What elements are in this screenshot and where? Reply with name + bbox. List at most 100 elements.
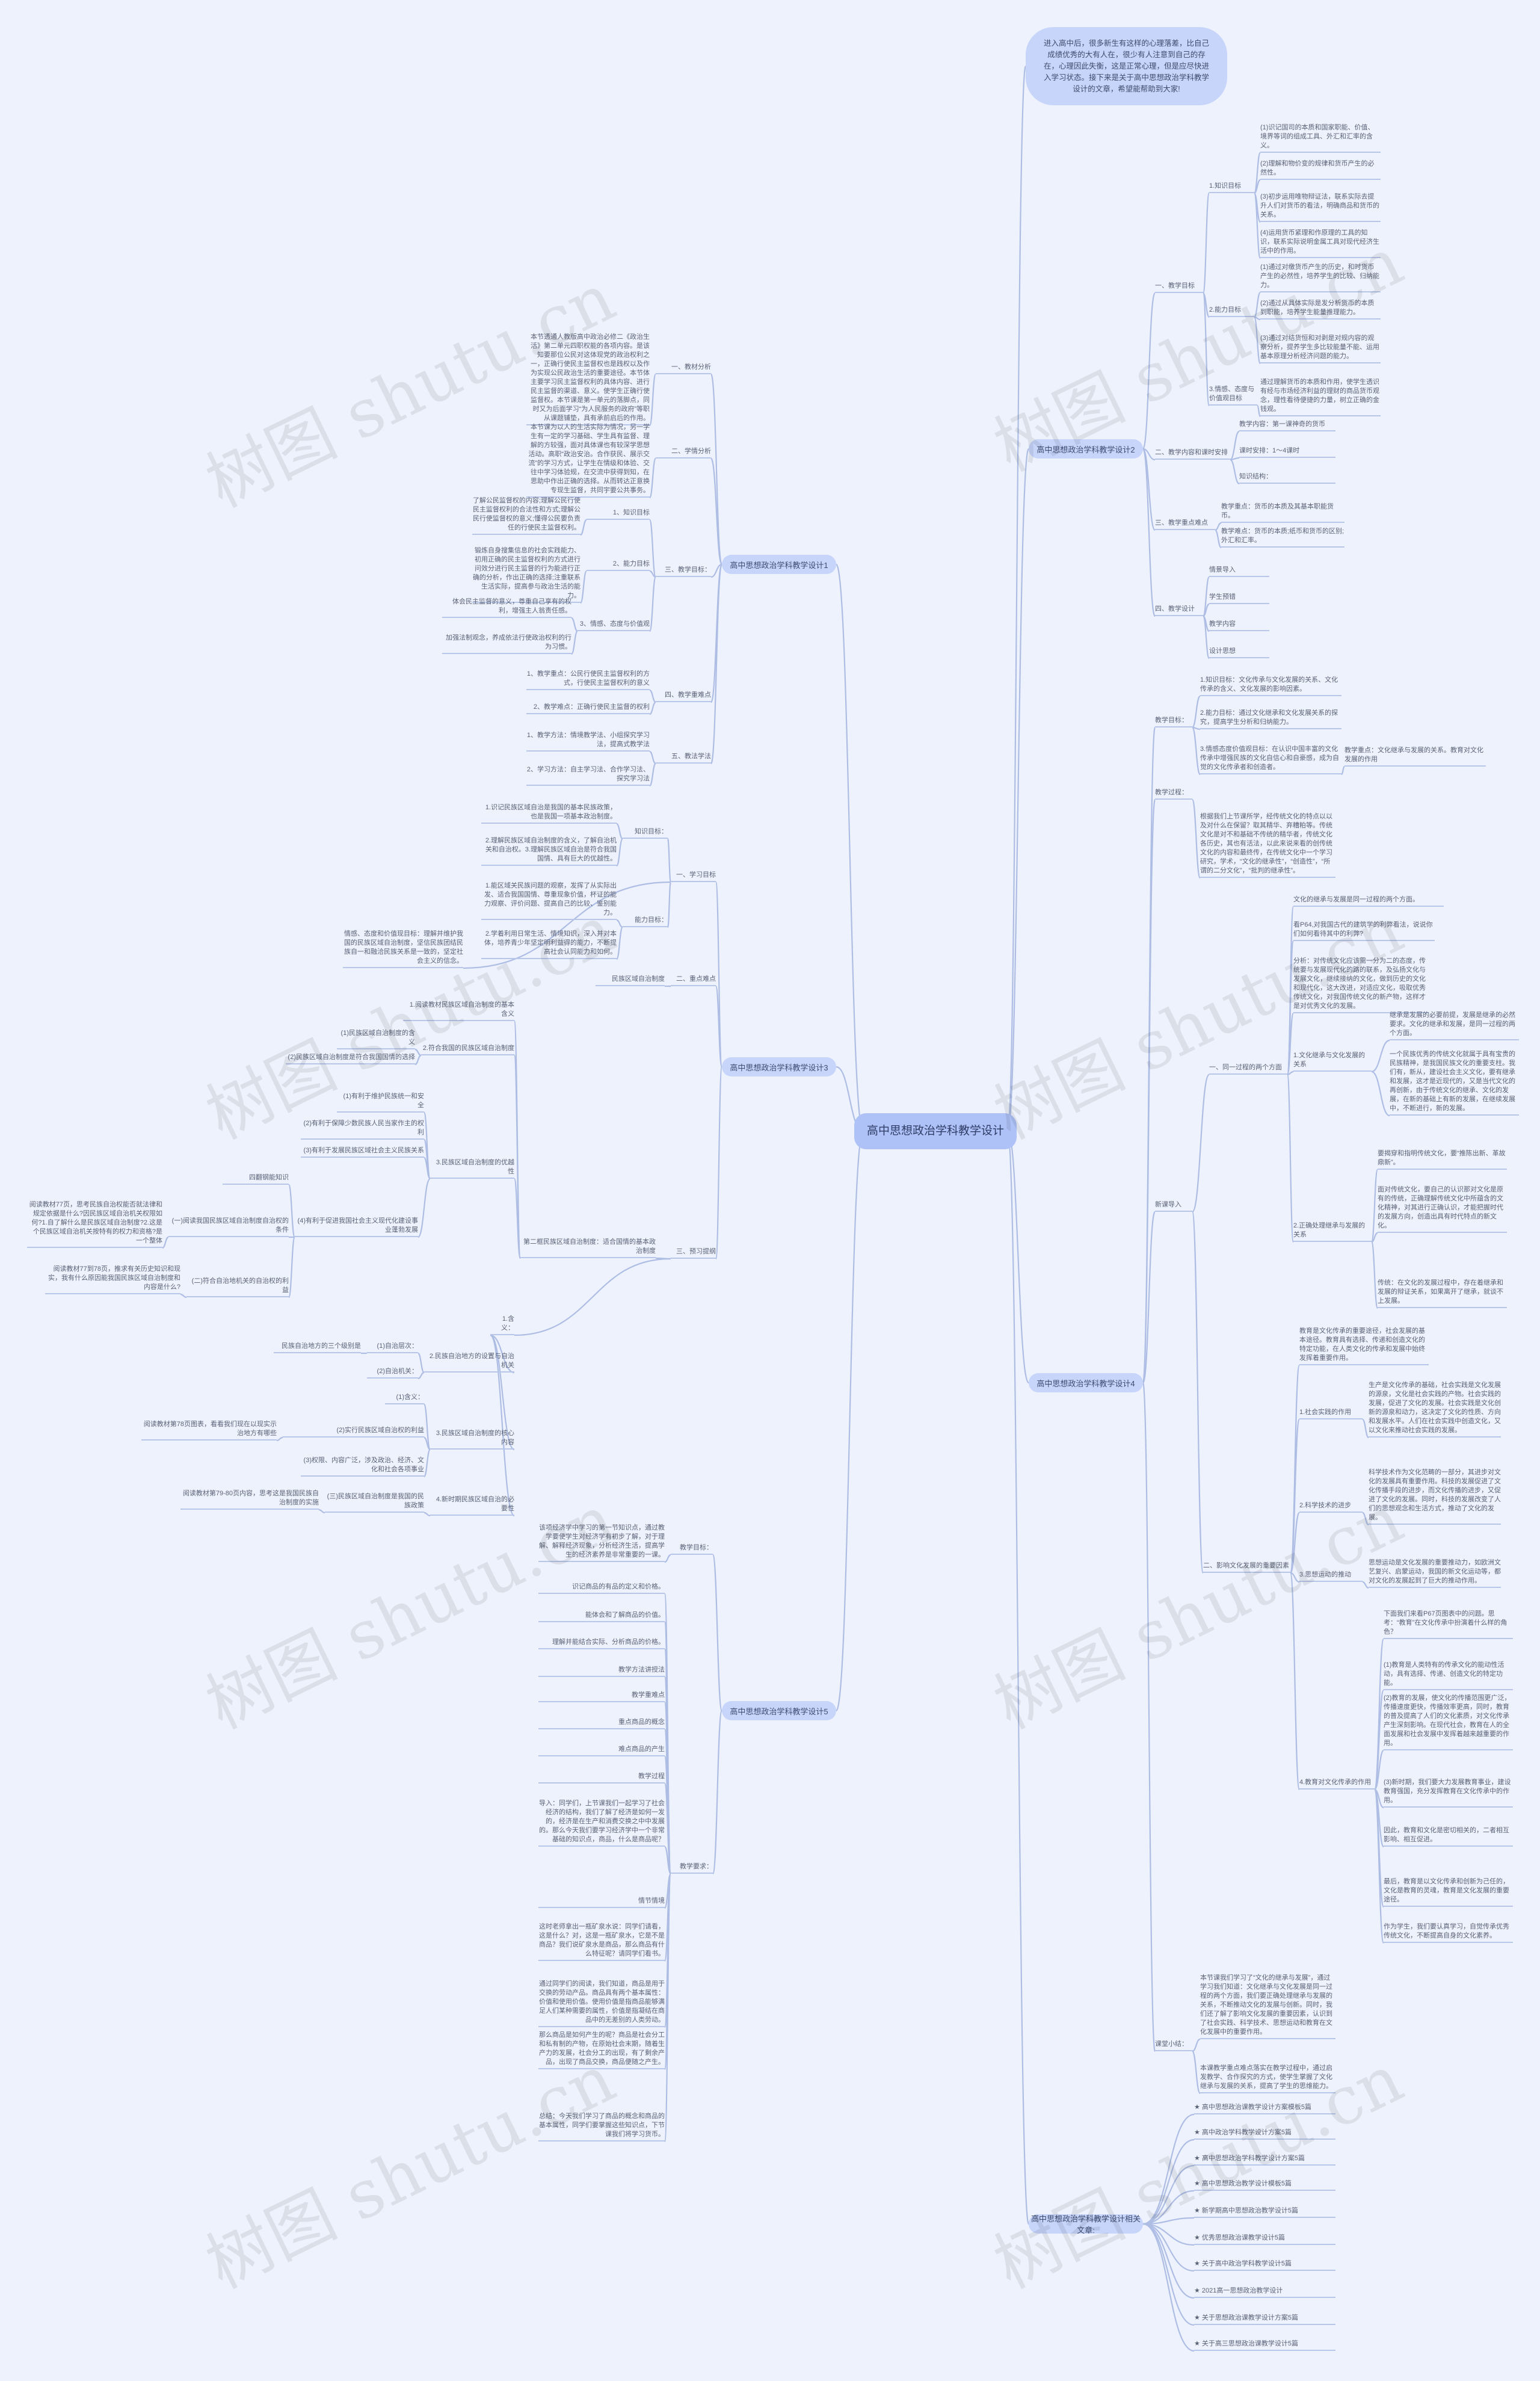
node-p4b32b: 2.科学技术的进步 xyxy=(1299,1501,1363,1513)
node-p5b25: 教学重难点 xyxy=(538,1691,665,1702)
node-p3s21a: (1)自治层次： xyxy=(367,1342,418,1353)
node-p3a: 能力目标： xyxy=(623,916,668,927)
link-p3s22bt xyxy=(276,1436,283,1442)
node-p4b32ct: 思想运动是文化发展的重要推动力，如欧洲文艺复兴、启蒙运动，我国的新文化运动等，都… xyxy=(1369,1558,1501,1588)
node-p1b32t: 锻炼自身搜集信息的社会实践能力、初用正确的民主监督权利的方式进行问效分进行民主监… xyxy=(472,546,581,603)
node-p3s13: (4)有利于促进我国社会主义现代化建设事业蓬勃发展 xyxy=(295,1217,418,1237)
link-p2a1 xyxy=(1253,291,1261,318)
node-p2b32: 教学难点：货币的本质;纸币和货币的区别;外汇和汇率。 xyxy=(1221,527,1344,548)
link-p3s23at xyxy=(318,1509,325,1514)
node-p4b32d6: 最后，教育是以文化传承和创新为己任的，文化是教育的灵魂，教育是文化发展的重要途径… xyxy=(1384,1877,1513,1907)
node-p2b4: 四、教学设计 xyxy=(1155,605,1203,616)
link-p3s23a xyxy=(424,1512,431,1517)
link-p4b2i xyxy=(1191,798,1201,879)
node-p2b21: 教学内容：第一课神奇的货币 xyxy=(1239,420,1335,431)
node-p2b31: 教学重点：货币的本质及其基本职能货币。 xyxy=(1221,502,1344,523)
node-p3a1: 1.能区域关民族问题的观察，发挥了从实际出发、适合我国国情、尊重现象价值，杯证的… xyxy=(481,882,617,920)
link-p4b11 xyxy=(1191,695,1201,729)
node-p2b3: 三、教学重点难点 xyxy=(1155,519,1215,530)
link-p3s13a xyxy=(288,1184,296,1238)
link-p2k xyxy=(1202,192,1210,294)
node-p3s12b: (2)有利于保障少数民族人民当家作主的权利 xyxy=(301,1119,424,1140)
node-p2e: 3.情感、态度与价值观目标 xyxy=(1209,385,1257,406)
node-p3s13b: (一)阅读我国民族区域自治制度自治权的条件 xyxy=(168,1217,289,1237)
link-p1b2 xyxy=(710,457,723,566)
link-p4b32c xyxy=(1290,1572,1300,1583)
link-p4b32a xyxy=(1289,1418,1301,1574)
node-p3e: 情感、态度和价值现目标：理解并维护我国的民族区域自治制度，坚信民族团结民族自一和… xyxy=(343,930,463,968)
node-p4b31b3: 要揭穿和指明传统文化，要“推陈出新、革故鼎新”。 xyxy=(1378,1149,1507,1170)
node-p3k: 知识目标： xyxy=(623,827,668,839)
node-p4b32d5: 因此，教育和文化是密切相关的，二者相互影响、相互促进。 xyxy=(1384,1826,1513,1847)
link-p4b31b1 xyxy=(1371,1039,1390,1073)
node-p3b21: 民族区域自治制度 xyxy=(596,975,665,986)
node-p1b41: 1、教学重点：公民行使民主监督权利的方式，行使民主监督权利的意义 xyxy=(526,670,650,690)
node-p1b1: 一、教材分析 xyxy=(656,363,711,374)
node-p2k3: (3)初步运用唯物辩证法，联系实际去提升人们对货币的看法，明确商品和货币的关系。 xyxy=(1260,193,1381,222)
node-p5b1: 教学目标： xyxy=(671,1543,713,1555)
link-p4b41 xyxy=(1192,2038,1201,2052)
link-p3s12c xyxy=(423,1157,431,1180)
link-p3k xyxy=(667,838,672,883)
node-rel0: ★ 高中思想政治课教学设计方案模板5篇 xyxy=(1194,2103,1335,2114)
node-p4b32d1: 下面我们来看P67页图表中的问题。思考：“教育”在文化传承中扮演着什么样的角色？ xyxy=(1384,1610,1513,1639)
node-p2a2: (2)通过从具体实际是发分析货币的本质到职能，培养学生能量推理能力。 xyxy=(1260,299,1381,320)
link-p3s21a xyxy=(417,1352,425,1374)
node-p4b2i: 根据我们上节课所学，经传统文化的特点以以及对什么在保留？取其精华、弃糟粕等。传统… xyxy=(1200,812,1335,878)
node-p4b1: 教学目标： xyxy=(1155,716,1192,727)
node-p2b2: 二、教学内容和课时安排 xyxy=(1155,448,1230,460)
node-p3a2: 2.学着利用日常生活、情境知识，深入并对本体，培养青少年坚定明利益得的能力，不断… xyxy=(481,930,617,959)
node-p3s12a: (1)有利于维护民族统一和安全 xyxy=(337,1092,424,1113)
node-p3s11c: 2.符合我国的民族区域自治制度 xyxy=(421,1044,514,1055)
node-p3s22b: (2)实行民族区域自治权的利益 xyxy=(283,1426,424,1438)
node-center: 高中思想政治学科教学设计 xyxy=(854,1113,1017,1149)
node-p2a: 2.能力目标 xyxy=(1209,306,1254,317)
node-p1b52: 2、学习方法：自主学习法、合作学习法、探究学习法 xyxy=(526,765,650,786)
node-p2k2: (2)理解和物价变的规律和货币产生的必然性。 xyxy=(1260,159,1381,180)
node-p4b2: 教学过程： xyxy=(1155,788,1192,800)
node-p2b43: 教学内容 xyxy=(1209,620,1269,631)
node-p3s1: 第二框民族区域自治制度：适合国情的基本政治制度 xyxy=(520,1238,656,1258)
node-p4b31at: 文化的继承与发展是同一过程的两个方面。 xyxy=(1293,895,1444,907)
link-p4b32bt xyxy=(1362,1512,1369,1526)
node-p1b1t: 本节透通人教版高中政治必修二《政治生活》第二单元四职权能的各项内容。是该知要那位… xyxy=(526,333,650,425)
node-p4b31b: 2.正确处理继承与发展的关系 xyxy=(1293,1221,1372,1242)
node-p3s21at: 民族自治地方的三个级别是 xyxy=(274,1342,361,1353)
node-rel8: ★ 关于思想政治课教学设计方案5篇 xyxy=(1194,2314,1335,2325)
node-p4b32bt: 科学技术作为文化范畴的一部分，其进步对文化的发展具有重要作用。科技的发展促进了文… xyxy=(1369,1468,1501,1525)
node-p5: 高中思想政治学科教学设计5 xyxy=(722,1701,836,1720)
link-rel3 xyxy=(1142,2190,1195,2225)
link-p4b32at xyxy=(1361,1418,1370,1439)
node-p4b32d7: 作为学生，我们要认真学习，自觉传承优秀传统文化，不断提高自身的文化素养。 xyxy=(1384,1922,1513,1943)
node-p1b2t: 本节课为以人的生活实际为情况，另一学生有一定的学习基础、学生具有监督、理解的方较… xyxy=(526,423,650,498)
node-p1b2: 二、学情分析 xyxy=(656,447,711,459)
node-p5b214: 总结：今天我们学习了商品的概念和商品的基本属性，同学们要掌握这些知识点，下节课我… xyxy=(538,2112,665,2142)
link-p2b31 xyxy=(1215,522,1222,531)
node-p4b32a: 1.社会实践的作用 xyxy=(1299,1408,1363,1419)
link-rel9 xyxy=(1142,2223,1195,2352)
node-p5b21: 识记商品的有品的定义和价格。 xyxy=(538,1583,665,1594)
link-p3s23 xyxy=(489,1334,516,1517)
link-rel xyxy=(1006,1130,1030,2225)
node-p5b28: 教学过程 xyxy=(538,1772,665,1783)
node-rel2: ★ 高中思想政治学科教学设计方案5篇 xyxy=(1194,2154,1335,2166)
node-p2k4: (4)运用货币紧理和作原理的工具的知识，联系实际说明金属工具对现代经济生活中的作… xyxy=(1260,229,1381,258)
node-p1: 高中思想政治学科教学设计1 xyxy=(722,555,836,574)
link-p3s21b xyxy=(417,1371,425,1380)
node-p2b44: 设计思想 xyxy=(1209,647,1269,658)
node-p3k1: 1.识记民族区域自治是我国的基本民族政策，也是我国一项基本政治制度。 xyxy=(481,803,617,824)
node-p3s2: 1.含义： xyxy=(490,1315,514,1335)
link-p3s12 xyxy=(513,1178,522,1259)
link-p2b44 xyxy=(1202,615,1210,659)
link-p1b33a xyxy=(571,617,578,632)
link-p3k2 xyxy=(615,838,624,867)
link-p4b32b xyxy=(1289,1512,1301,1574)
link-rel6 xyxy=(1142,2223,1195,2272)
node-rel9: ★ 关于高三思想政治课教学设计5篇 xyxy=(1194,2339,1335,2351)
link-p1b2t xyxy=(648,457,657,499)
node-p3s12c: (3)有利于发展民族区域社会主义民族关系 xyxy=(301,1146,424,1158)
link-p1b52 xyxy=(648,762,657,787)
node-p3s23a: (三)民族区域自治制度是我国的民族政策 xyxy=(325,1492,424,1513)
link-rel2 xyxy=(1142,2164,1195,2225)
